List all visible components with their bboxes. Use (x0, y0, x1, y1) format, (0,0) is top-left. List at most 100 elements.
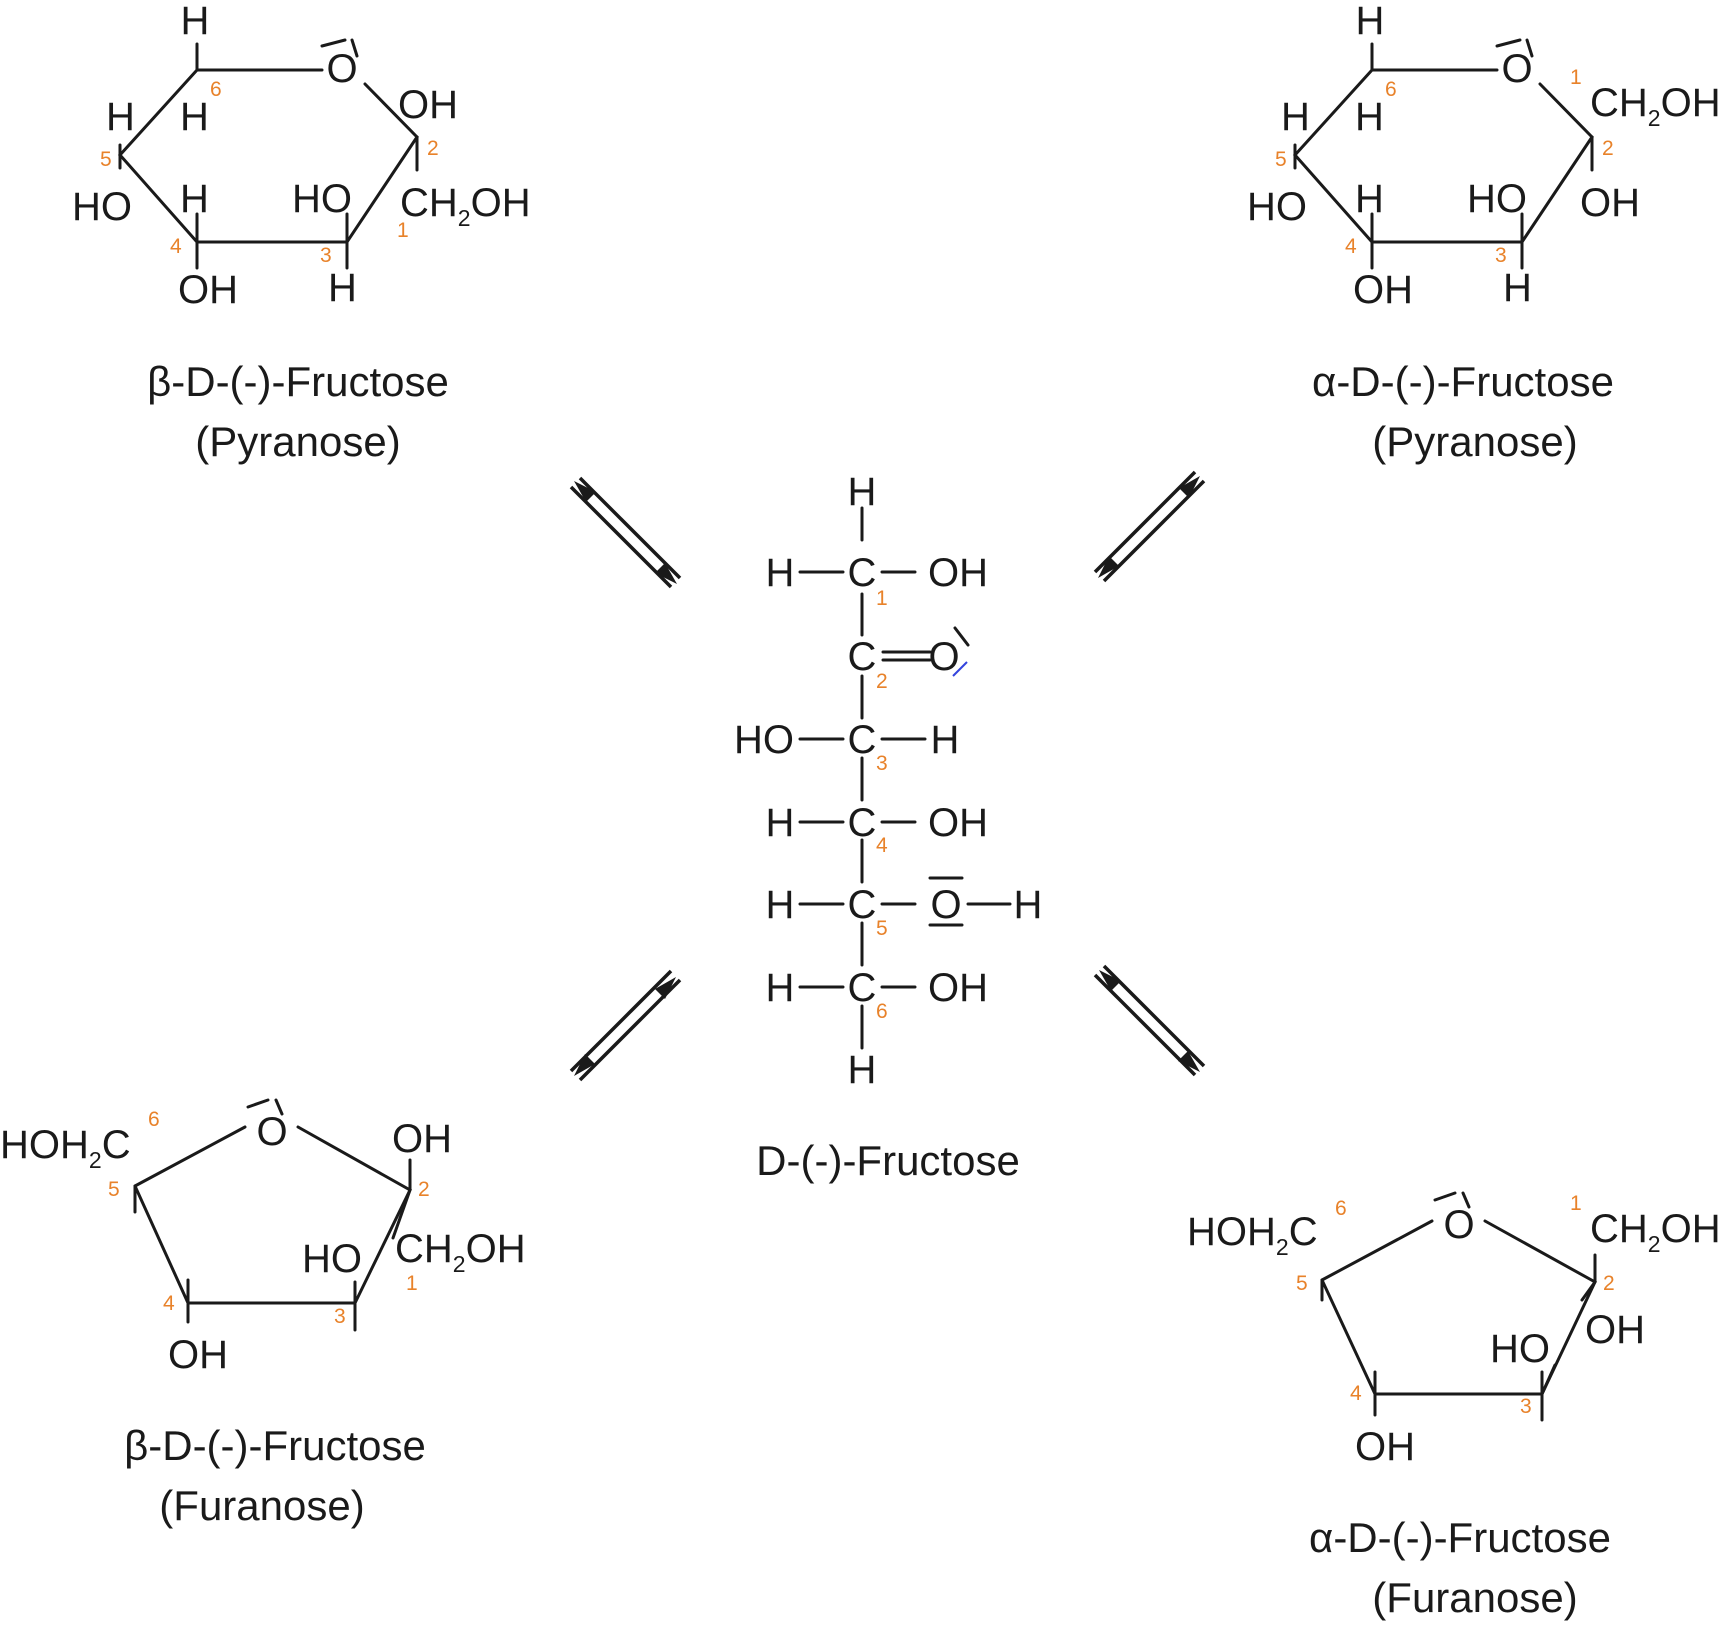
lone-pair-marks (246, 1098, 284, 1116)
equilibrium-arrow-bottom-right (1093, 964, 1206, 1077)
carbon-5: C (848, 883, 877, 927)
beta-pyranose-structure: H O OH H H HO H HO CH2OH OH H 6 2 5 1 4 … (72, 0, 531, 465)
locant-6: 6 (210, 78, 222, 101)
atom-oh: OH (392, 1117, 452, 1161)
locant-5: 5 (876, 917, 888, 940)
open-chain-side-bonds (798, 570, 1012, 989)
open-chain-structure: H H C OH C O HO C H H C OH H C O H H C O… (734, 470, 1042, 1184)
open-chain-name: D-(-)-Fructose (756, 1137, 1020, 1184)
atom-h: H (766, 883, 795, 927)
carbonyl-lone-pair (953, 626, 970, 647)
atom-ho: HO (1467, 177, 1527, 221)
alpha-pyranose-name: α-D-(-)-Fructose (1312, 358, 1614, 405)
locant-1: 1 (406, 1272, 418, 1295)
atom-ho: HO (734, 718, 794, 762)
locant-1: 1 (876, 587, 888, 610)
atom-h: H (1355, 95, 1384, 139)
carbon-4: C (848, 801, 877, 845)
atom-h: H (1014, 883, 1043, 927)
atom-h: H (106, 95, 135, 139)
equilibrium-arrow-bottom-left (569, 969, 682, 1082)
locant-2: 2 (427, 137, 439, 160)
ch2oh-group: CH2OH (400, 181, 531, 231)
locant-4: 4 (163, 1292, 175, 1315)
hoh2c-group: HOH2C (0, 1123, 131, 1173)
locant-3: 3 (334, 1305, 346, 1328)
atom-oh: OH (928, 966, 988, 1010)
atom-h: H (766, 551, 795, 595)
atom-h: H (180, 177, 209, 221)
locant-6: 6 (148, 1108, 160, 1131)
locant-6: 6 (1385, 78, 1397, 101)
atom-oh: OH (1353, 268, 1413, 312)
alpha-furanose-substituent-bonds (1320, 1253, 1597, 1422)
carbon-2: C (848, 635, 877, 679)
locant-3: 3 (876, 752, 888, 775)
locant-4: 4 (1345, 235, 1357, 258)
atom-h: H (181, 0, 210, 43)
alpha-pyranose-ring (1292, 68, 1594, 244)
locant-5: 5 (100, 148, 112, 171)
atom-oh: OH (398, 83, 458, 127)
beta-furanose-structure: HOH2C O OH HO CH2OH OH 6 5 2 1 4 3 β-D-(… (0, 1098, 526, 1529)
atom-h: H (766, 966, 795, 1010)
atom-h: H (931, 718, 960, 762)
ring-oxygen: O (1501, 47, 1532, 91)
lone-pair-marks (1433, 1191, 1471, 1209)
atom-oh: OH (168, 1333, 228, 1377)
locant-4: 4 (1350, 1382, 1362, 1405)
beta-furanose-form: (Furanose) (159, 1482, 364, 1529)
ch2oh-group: CH2OH (1590, 1207, 1721, 1257)
atom-h: H (1503, 266, 1532, 310)
atom-h: H (1356, 0, 1385, 43)
locant-3: 3 (1495, 244, 1507, 267)
locant-2: 2 (1602, 137, 1614, 160)
ch2oh-group: CH2OH (1590, 81, 1721, 131)
alpha-pyranose-structure: H O CH2OH H H HO H HO OH OH H 6 1 2 5 4 … (1247, 0, 1721, 465)
ring-oxygen: O (326, 47, 357, 91)
beta-pyranose-ring (117, 68, 419, 244)
atom-oh: OH (178, 268, 238, 312)
locant-5: 5 (108, 1178, 120, 1201)
hoh2c-group: HOH2C (1187, 1210, 1318, 1260)
locant-1: 1 (1570, 1192, 1582, 1215)
atom-oh: OH (1355, 1425, 1415, 1469)
beta-pyranose-name: β-D-(-)-Fructose (147, 358, 449, 405)
atom-oh: OH (928, 801, 988, 845)
hydroxyl-oxygen: O (930, 883, 961, 927)
atom-oh: OH (1580, 181, 1640, 225)
beta-pyranose-substituent-bonds (118, 42, 419, 270)
carbon-1: C (848, 551, 877, 595)
hydroxyl-lone-pairs (928, 876, 964, 927)
locant-2: 2 (1603, 1272, 1615, 1295)
locant-4: 4 (170, 235, 182, 258)
beta-furanose-substituent-bonds (133, 1158, 412, 1332)
atom-ho: HO (1247, 185, 1307, 229)
alpha-furanose-structure: HOH2C O CH2OH OH HO OH 6 1 5 2 4 3 α-D-(… (1187, 1191, 1721, 1621)
locant-3: 3 (320, 244, 332, 267)
atom-h: H (328, 266, 357, 310)
ring-oxygen: O (256, 1110, 287, 1154)
equilibrium-arrow-top-right (1093, 470, 1206, 583)
atom-h: H (766, 801, 795, 845)
locant-1: 1 (1570, 66, 1582, 89)
atom-oh: OH (1585, 1308, 1645, 1352)
atom-ho: HO (1490, 1327, 1550, 1371)
beta-pyranose-form: (Pyranose) (195, 418, 400, 465)
carbon-6: C (848, 966, 877, 1010)
alpha-furanose-name: α-D-(-)-Fructose (1309, 1514, 1611, 1561)
atom-ho: HO (72, 185, 132, 229)
beta-furanose-name: β-D-(-)-Fructose (124, 1422, 426, 1469)
locant-1: 1 (397, 219, 409, 242)
atom-oh: OH (928, 551, 988, 595)
carbonyl-oxygen: O (928, 635, 959, 679)
ch2oh-group: CH2OH (395, 1227, 526, 1277)
locant-2: 2 (876, 670, 888, 693)
atom-h: H (848, 1048, 877, 1092)
alpha-pyranose-form: (Pyranose) (1372, 418, 1577, 465)
atom-h: H (1281, 95, 1310, 139)
lone-pair-marks (1495, 38, 1534, 58)
equilibrium-arrow-top-left (569, 476, 682, 589)
